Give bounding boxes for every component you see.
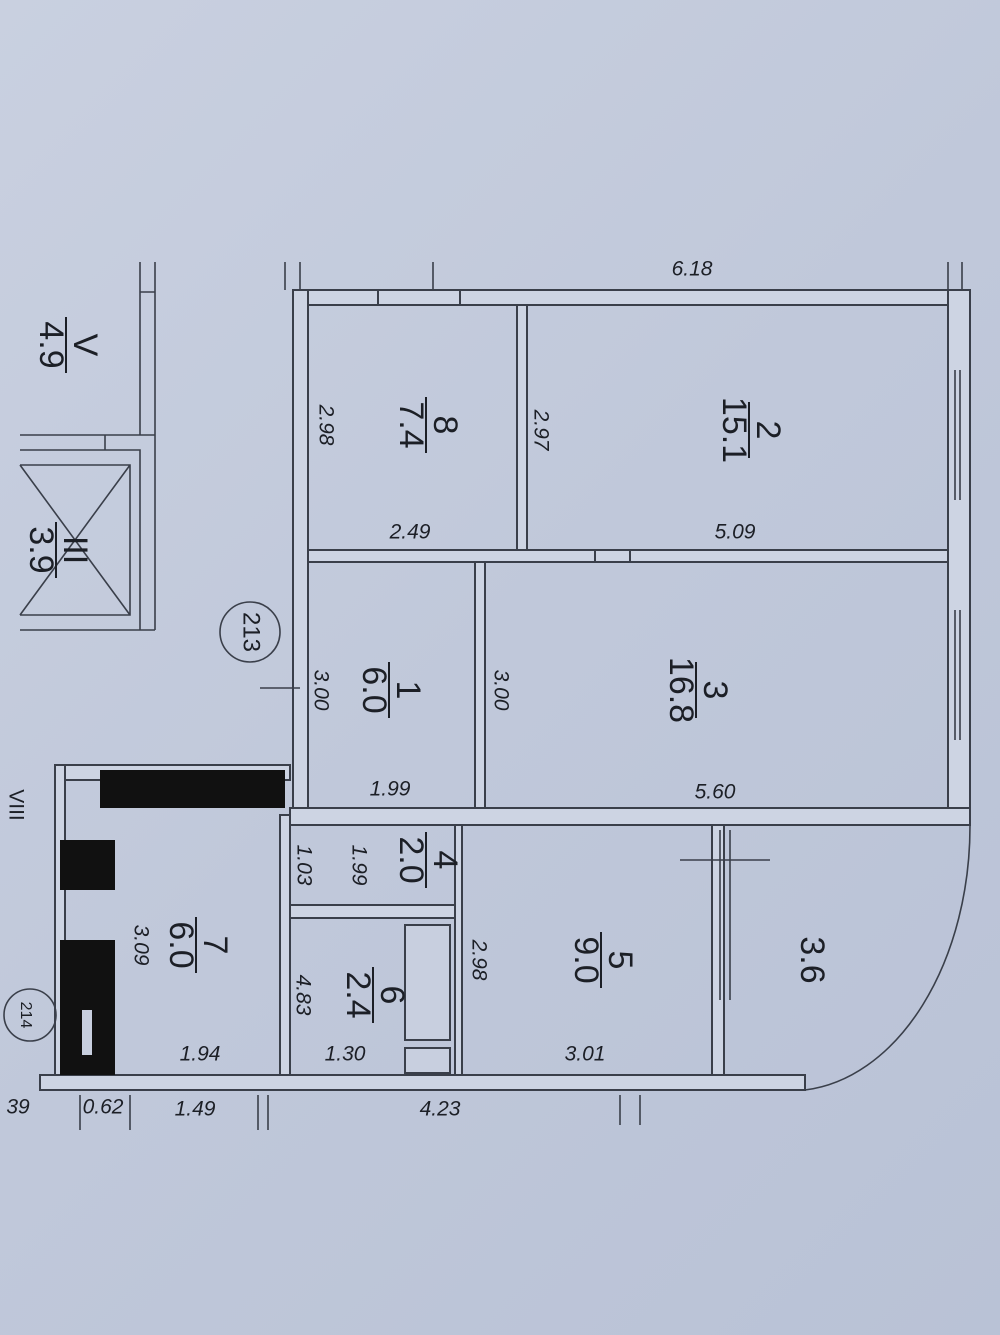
- dim-r5-width: 3.01: [565, 1043, 606, 1066]
- neighbor-walls: [19, 262, 156, 631]
- room-area: 6.0: [355, 666, 393, 713]
- room-label: 6.07: [162, 917, 234, 973]
- dim-r3-width: 5.60: [695, 781, 736, 804]
- room-area: 3.9: [22, 526, 60, 573]
- room-area: 7.4: [392, 401, 430, 448]
- room-number: 1: [389, 681, 427, 700]
- dim-r6-height: 4.83: [291, 975, 314, 1016]
- dim-r1-height: 3.00: [309, 670, 332, 711]
- dim-r7-height: 3.09: [129, 925, 152, 966]
- apartment-number: 213: [238, 612, 265, 652]
- dim-r2-width: 5.09: [715, 521, 756, 544]
- room-area: 16.8: [662, 657, 700, 723]
- room-label: 2.46: [339, 967, 411, 1023]
- room-area: 2.4: [339, 971, 377, 1018]
- room-area: 6.0: [162, 921, 200, 968]
- room-number: 8: [426, 416, 464, 435]
- partial-circle-label: 214: [17, 1002, 34, 1029]
- room-number: 4: [426, 851, 464, 870]
- dim-r3-height: 3.00: [489, 670, 512, 711]
- dim-r4-height: 1.03: [292, 845, 315, 886]
- dim-bottom-b: 0.62: [83, 1096, 124, 1119]
- room-label: 7.48: [392, 397, 464, 453]
- room-area: 3.6: [793, 936, 831, 983]
- room-label: 3.6: [793, 936, 831, 983]
- apartment-number-circle: [219, 601, 281, 663]
- dim-bottom-d: 4.23: [420, 1098, 461, 1121]
- room-label: 6.01: [355, 662, 427, 718]
- room-area: 9.0: [567, 936, 605, 983]
- room-area: 15.1: [715, 397, 753, 463]
- dim-bottom-a: 39: [6, 1096, 30, 1119]
- dim-top-total: 6.18: [672, 258, 713, 281]
- room-number: 5: [601, 951, 639, 970]
- room-number: 3: [696, 681, 734, 700]
- dim-r8-width: 2.49: [389, 521, 431, 544]
- dim-r8-height: 2.98: [314, 404, 337, 446]
- room-label: 16.83: [662, 657, 734, 723]
- room-number: III: [56, 536, 94, 564]
- neighbor-label: 4.9V: [32, 317, 104, 373]
- dim-r1-width: 1.99: [370, 778, 411, 801]
- room-number: 6: [373, 986, 411, 1005]
- partial-circle: [3, 988, 57, 1042]
- room-number: 7: [196, 936, 234, 955]
- dim-r5-height: 2.98: [467, 939, 490, 981]
- room-label: 2.04: [392, 832, 464, 888]
- partial-room-label: VIII: [4, 789, 27, 821]
- walls: [39, 262, 971, 1130]
- dim-r2-height: 2.97: [529, 409, 552, 452]
- room-label: 9.05: [567, 932, 639, 988]
- room-number: 2: [749, 421, 787, 440]
- room-area: 4.9: [32, 321, 70, 368]
- dim-r6-width: 1.30: [325, 1043, 366, 1066]
- dim-bottom-c: 1.49: [175, 1098, 216, 1121]
- balcony-furniture: [60, 770, 285, 1075]
- dim-r4-width: 1.99: [347, 845, 370, 886]
- room-number: V: [66, 334, 104, 357]
- room-label: 15.12: [715, 397, 787, 463]
- room-area: 2.0: [392, 836, 430, 883]
- dim-r7-width: 1.94: [180, 1043, 221, 1066]
